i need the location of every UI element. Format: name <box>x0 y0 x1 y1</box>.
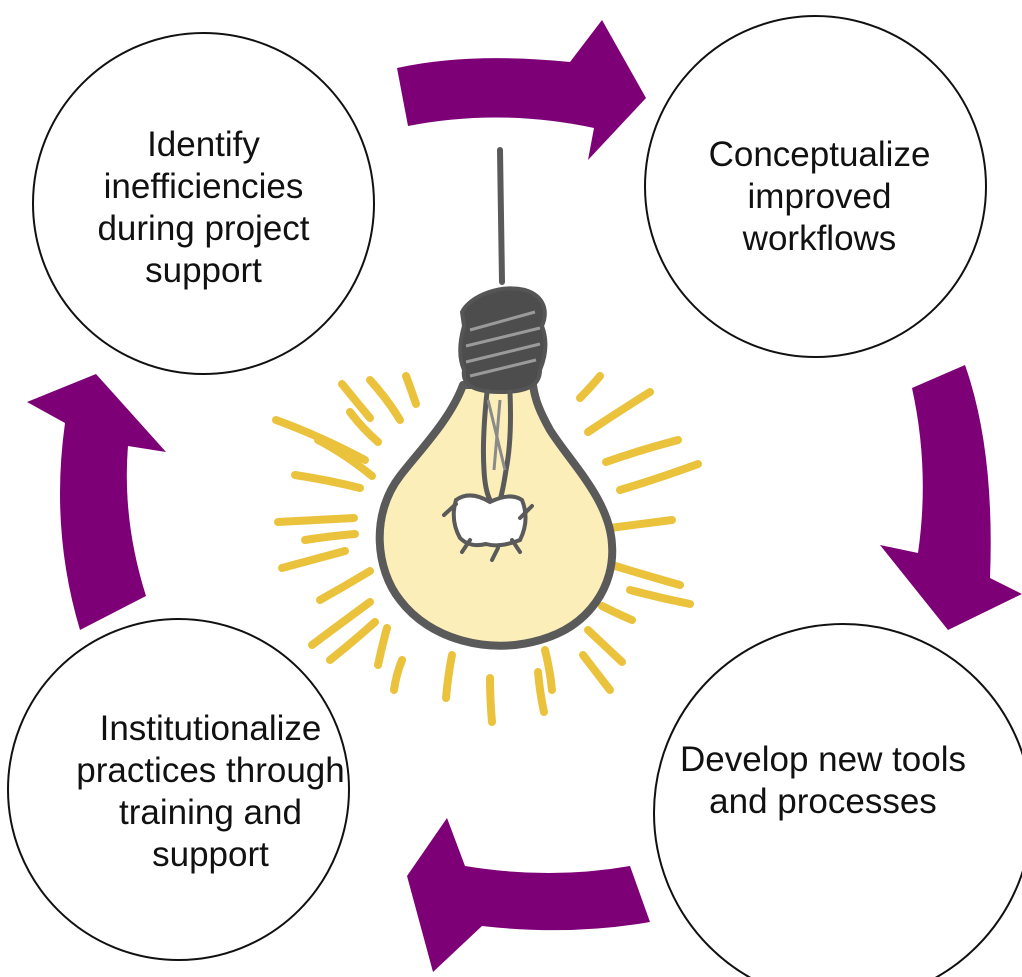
curved-arrow-icon <box>27 374 166 630</box>
stage-identify-label: Identify inefficiencies during project s… <box>97 124 310 290</box>
ray <box>602 436 682 466</box>
ray <box>366 376 404 424</box>
ray <box>316 567 374 604</box>
bulb-filament-glow <box>451 493 528 548</box>
ray <box>608 561 684 589</box>
stage-identify-circle: Identify inefficiencies during project s… <box>32 32 375 375</box>
bulb-base-hatching <box>465 310 541 378</box>
bulb-filament <box>480 389 513 503</box>
stage-institutionalize-label: Institutionalize practices through train… <box>76 708 345 874</box>
curved-arrow-icon <box>407 818 650 972</box>
ray <box>534 668 548 716</box>
ray <box>301 530 359 544</box>
ray <box>584 388 654 436</box>
ray <box>274 514 358 526</box>
curved-arrow-icon <box>397 20 646 160</box>
ray <box>338 380 374 422</box>
ray <box>374 624 391 669</box>
ray <box>402 372 420 408</box>
ray <box>541 646 556 694</box>
ray <box>308 598 374 649</box>
ray <box>326 618 379 664</box>
ray <box>291 471 364 492</box>
ray <box>576 372 604 402</box>
stage-institutionalize-circle: Institutionalize practices through train… <box>7 618 350 961</box>
ray <box>486 674 496 726</box>
ray <box>598 602 636 624</box>
bulb-cord <box>497 147 505 285</box>
lightbulb-icon <box>375 147 617 650</box>
ray <box>579 651 614 694</box>
ray <box>606 516 676 532</box>
ray <box>442 651 456 702</box>
ray <box>390 656 406 694</box>
cycle-arrows <box>27 20 1022 972</box>
ray <box>584 626 626 666</box>
light-rays <box>272 372 702 726</box>
ray <box>626 586 694 608</box>
ray <box>616 460 702 494</box>
ray <box>314 436 376 480</box>
ray <box>278 547 349 572</box>
stage-conceptualize-circle: Conceptualize improved workflows <box>644 15 987 358</box>
stage-develop-label: Develop new tools and processes <box>680 740 966 821</box>
curved-arrow-icon <box>880 365 1022 630</box>
stage-conceptualize-label: Conceptualize improved workflows <box>708 134 931 258</box>
stage-develop-circle: Develop new tools and processes <box>653 623 1022 977</box>
ray <box>346 408 382 446</box>
